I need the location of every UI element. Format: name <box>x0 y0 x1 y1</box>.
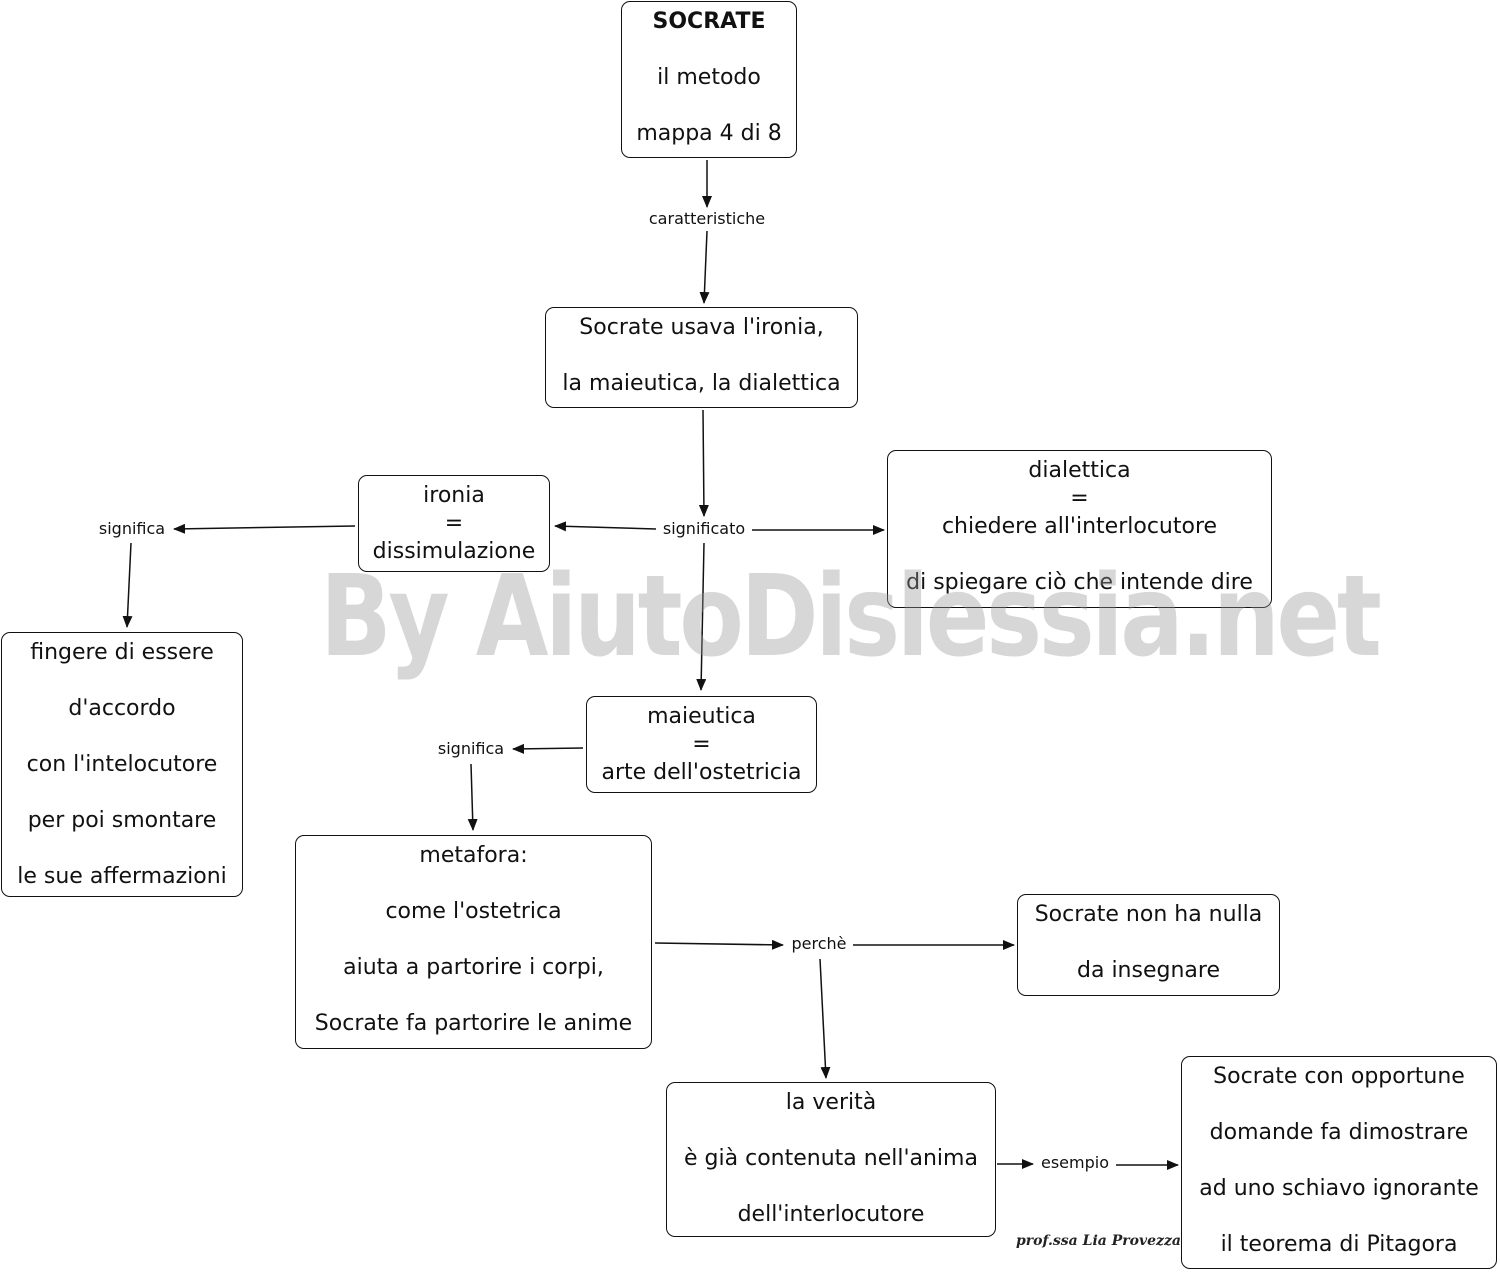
arrow-main-to-significato <box>698 409 709 517</box>
node-text-line: d'accordo <box>68 696 176 721</box>
node-text-line: = <box>692 732 711 757</box>
node-text-line: da insegnare <box>1077 958 1220 983</box>
node-socrate-root: SOCRATE il metodo mappa 4 di 8 <box>621 1 797 158</box>
node-text-line: ad uno schiavo ignorante <box>1199 1176 1479 1201</box>
arrow-ironia-to-significa <box>173 523 356 534</box>
node-text-line: = <box>1070 486 1089 511</box>
link-label-significa-maieutica: significa <box>433 739 509 759</box>
node-text-line: Socrate non ha nulla <box>1034 902 1263 927</box>
node-text-line: dialettica <box>1028 458 1131 483</box>
node-metafora: metafora: come l'ostetrica aiuta a parto… <box>295 835 652 1049</box>
arrow-metafora-to-perche <box>654 939 784 950</box>
node-text-line: dell'interlocutore <box>737 1202 925 1227</box>
link-label-significa-ironia: significa <box>94 519 170 539</box>
node-metodi: Socrate usava l'ironia, la maieutica, la… <box>545 307 858 408</box>
node-fingere: fingere di essere d'accordo con l'intelo… <box>1 632 243 897</box>
node-text-line: la verità <box>785 1090 877 1115</box>
arrow-significa-to-fingere <box>122 542 133 628</box>
node-text-line: metafora: <box>419 843 528 868</box>
node-text-line: come l'ostetrica <box>385 899 562 924</box>
node-verita: la verità è già contenuta nell'anima del… <box>666 1082 996 1237</box>
node-text-line: Socrate usava l'ironia, <box>579 315 824 340</box>
node-dialettica: dialettica = chiedere all'interlocutore … <box>887 450 1272 608</box>
node-text-line: chiedere all'interlocutore <box>941 514 1218 539</box>
node-nulla-da-insegnare: Socrate non ha nulla da insegnare <box>1017 894 1280 996</box>
node-text-line: dissimulazione <box>372 539 536 564</box>
link-label-perche: perchè <box>787 934 851 954</box>
node-text-line: è già contenuta nell'anima <box>684 1146 978 1171</box>
node-text-line: = <box>444 511 464 536</box>
link-label-caratteristiche: caratteristiche <box>644 209 770 229</box>
node-text-line: le sue affermazioni <box>17 864 227 889</box>
root-subtitle: il metodo <box>657 65 761 90</box>
node-text-line: domande fa dimostrare <box>1209 1120 1469 1145</box>
node-text-line: di spiegare ciò che intende dire <box>906 570 1253 595</box>
node-text-line: per poi smontare <box>27 808 217 833</box>
node-maieutica: maieutica = arte dell'ostetricia <box>586 696 817 793</box>
link-label-esempio: esempio <box>1037 1153 1113 1173</box>
link-label-significato: significato <box>658 519 750 539</box>
node-pitagora: Socrate con opportune domande fa dimostr… <box>1181 1056 1497 1269</box>
arrow-caratteristiche-to-main <box>699 230 710 304</box>
node-text-line: con l'intelocutore <box>26 752 218 777</box>
author-signature: prof.ssa Lia Provezza <box>1016 1233 1181 1249</box>
node-text-line: fingere di essere <box>30 640 214 665</box>
root-map-number: mappa 4 di 8 <box>636 121 782 146</box>
arrow-significato-to-ironia <box>554 521 657 532</box>
arrow-significa-to-metafora <box>467 763 478 831</box>
node-text-line: maieutica <box>647 704 756 729</box>
root-title: SOCRATE <box>652 9 766 34</box>
arrow-significato-to-maieutica <box>696 542 707 691</box>
node-text-line: aiuta a partorire i corpi, <box>343 955 604 980</box>
node-ironia: ironia = dissimulazione <box>358 475 550 572</box>
node-text-line: arte dell'ostetricia <box>601 760 802 785</box>
node-text-line: Socrate con opportune <box>1213 1064 1465 1089</box>
node-text-line: la maieutica, la dialettica <box>562 371 841 396</box>
arrow-maieutica-to-significa <box>512 743 584 754</box>
node-text-line: ironia <box>423 483 485 508</box>
node-text-line: Socrate fa partorire le anime <box>314 1011 633 1036</box>
node-text-line: il teorema di Pitagora <box>1220 1232 1458 1257</box>
arrow-perche-to-verita <box>819 958 831 1079</box>
